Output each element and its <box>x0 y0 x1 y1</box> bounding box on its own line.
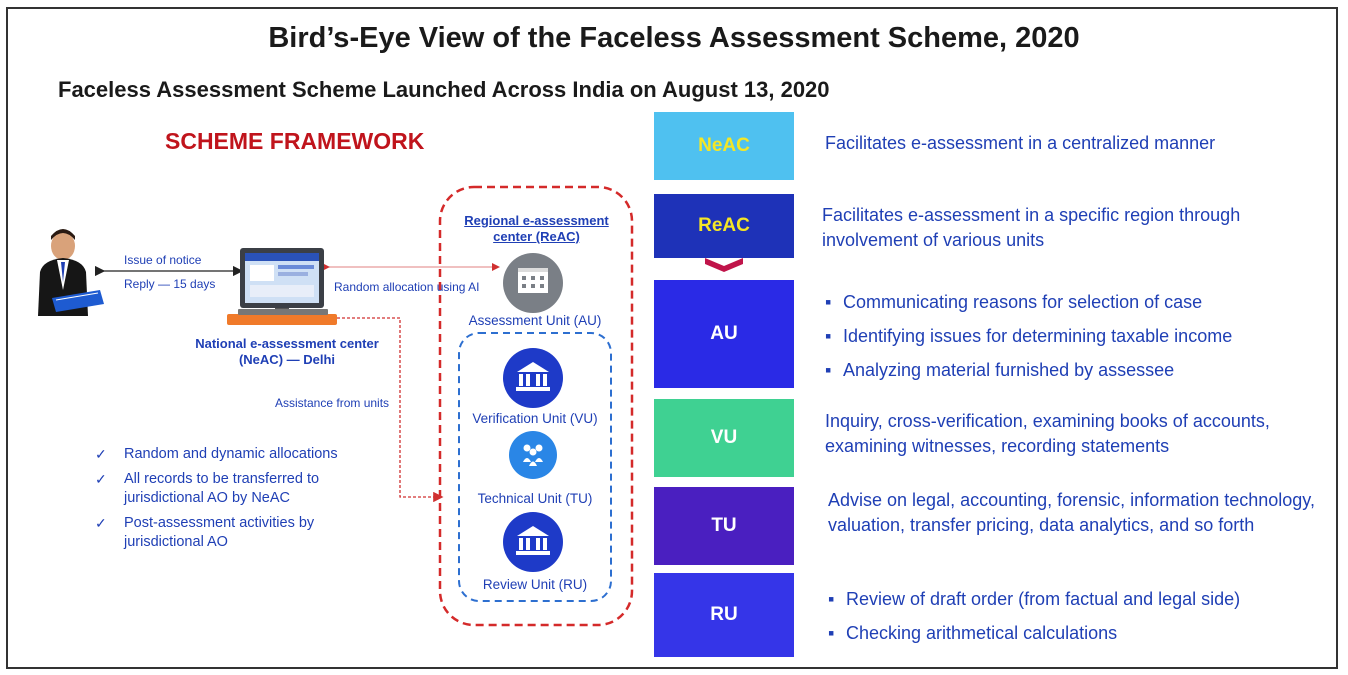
review-unit-icon <box>503 512 563 572</box>
bullet-icon: ▪ <box>825 292 832 312</box>
ru-description: ▪Review of draft order (from factual and… <box>828 587 1333 655</box>
page-subtitle: Faceless Assessment Scheme Launched Acro… <box>58 77 830 102</box>
bullet-icon: ▪ <box>828 589 835 609</box>
computer-icon <box>227 248 337 325</box>
list-item: ▪Communicating reasons for selection of … <box>825 290 1330 315</box>
bullet-icon: ▪ <box>825 326 832 346</box>
list-item: ▪Checking arithmetical calculations <box>828 621 1333 646</box>
reac-description: Facilitates e-assessment in a specific r… <box>822 205 1241 250</box>
assistance-label: Assistance from units <box>275 396 390 410</box>
verification-unit-icon <box>503 348 563 408</box>
neac-center-label: National e-assessment center (NeAC) — De… <box>195 336 379 367</box>
bullet-icon: ▪ <box>828 623 835 643</box>
tu-box: TU <box>654 487 794 565</box>
vu-box: VU <box>654 399 794 477</box>
tu-label: Technical Unit (TU) <box>477 491 593 506</box>
reac-box: ReAC <box>654 194 794 258</box>
page-title: Bird’s-Eye View of the Faceless Assessme… <box>268 22 1080 54</box>
random-allocation-label: Random allocation using AI <box>334 280 480 294</box>
check-icon: ✓ <box>95 515 107 531</box>
ru-box: RU <box>654 573 794 657</box>
neac-box: NeAC <box>654 112 794 180</box>
neac-description: Facilitates e-assessment in a centralize… <box>825 133 1216 153</box>
list-item: ▪Analyzing material furnished by assesse… <box>825 358 1330 383</box>
au-description: ▪Communicating reasons for selection of … <box>825 290 1330 392</box>
framework-bullets: ✓Random and dynamic allocations ✓All rec… <box>95 445 395 558</box>
technical-unit-icon <box>509 431 557 479</box>
units-container <box>458 332 612 602</box>
reac-container <box>438 185 634 627</box>
chevron-down-icon <box>705 258 743 272</box>
bullet-icon: ▪ <box>825 360 832 380</box>
reply-label: Reply — 15 days <box>124 277 216 291</box>
au-label: Assessment Unit (AU) <box>468 313 602 328</box>
framework-heading: SCHEME FRAMEWORK <box>165 128 425 154</box>
tu-description: Advise on legal, accounting, forensic, i… <box>828 490 1315 535</box>
list-item: ▪Identifying issues for determining taxa… <box>825 324 1330 349</box>
vu-description: Inquiry, cross-verification, examining b… <box>825 411 1270 456</box>
check-icon: ✓ <box>95 471 107 487</box>
framework-diagram <box>38 185 634 627</box>
ru-label: Review Unit (RU) <box>482 577 588 592</box>
taxpayer-figure <box>38 229 104 316</box>
bullet-item: ✓Post-assessment activities by jurisdict… <box>95 515 315 550</box>
vu-label: Verification Unit (VU) <box>472 411 598 426</box>
slide-frame <box>6 7 1338 669</box>
list-item: ▪Review of draft order (from factual and… <box>828 587 1333 612</box>
assessment-unit-icon <box>503 253 563 313</box>
au-box: AU <box>654 280 794 388</box>
bullet-item: ✓All records to be transferred to jurisd… <box>95 471 320 506</box>
assistance-arrow <box>332 317 444 503</box>
issue-notice-label: Issue of notice <box>124 253 202 267</box>
reac-title: Regional e-assessment center (ReAC) <box>464 213 609 244</box>
bullet-item: ✓Random and dynamic allocations <box>95 446 338 462</box>
check-icon: ✓ <box>95 446 107 462</box>
